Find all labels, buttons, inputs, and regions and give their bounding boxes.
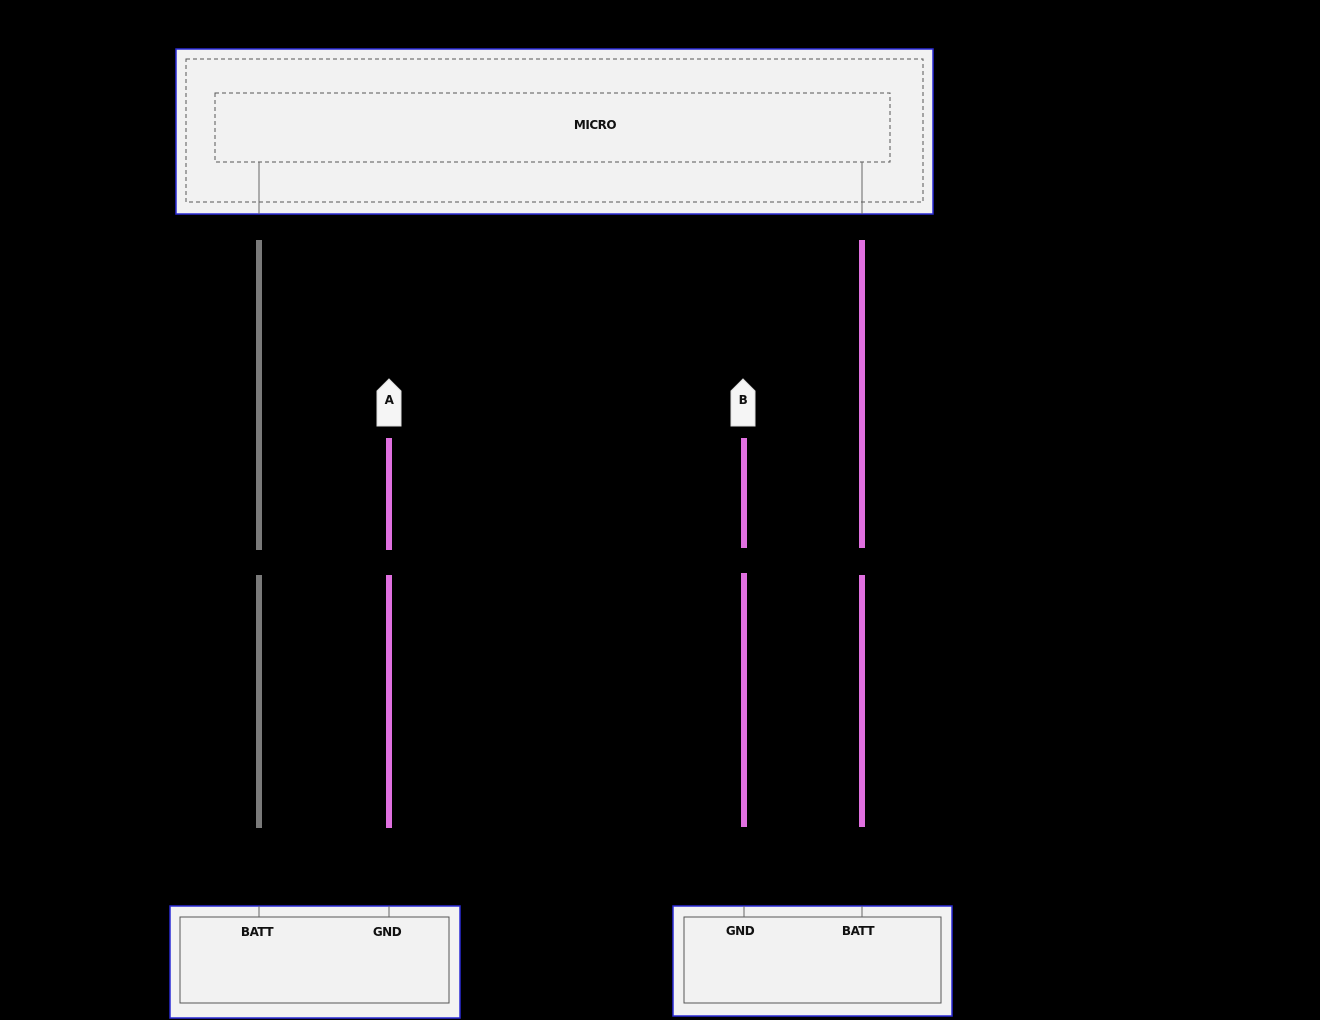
- micro-module-label: MICRO: [574, 118, 616, 132]
- connector-b-marker: [730, 378, 756, 427]
- left-module-pin-batt-label: BATT: [241, 925, 274, 939]
- micro-module-box: [175, 48, 934, 215]
- connector-a-label: A: [385, 393, 395, 407]
- wires: [256, 240, 865, 828]
- right-module-pin-gnd-label: GND: [726, 924, 755, 938]
- connector-a-marker: [376, 378, 402, 427]
- right-module-outer-box: [672, 905, 953, 1017]
- left-module-pin-gnd-label: GND: [373, 925, 402, 939]
- right-module-pin-batt-label: BATT: [842, 924, 875, 938]
- micro-module-outer-dashed-boundary: [185, 58, 924, 203]
- micro-module[interactable]: MICRO: [175, 48, 934, 215]
- right-module[interactable]: GND BATT: [672, 905, 953, 1017]
- connector-b[interactable]: B: [730, 378, 756, 427]
- connector-a[interactable]: A: [376, 378, 402, 427]
- micro-module-inner-dashed-boundary: [214, 92, 891, 163]
- connector-b-label: B: [739, 393, 748, 407]
- left-module-outer-box: [169, 905, 461, 1019]
- left-module[interactable]: BATT GND: [169, 905, 461, 1019]
- right-module-inner-box: [683, 916, 942, 1004]
- left-module-inner-box: [179, 916, 450, 1004]
